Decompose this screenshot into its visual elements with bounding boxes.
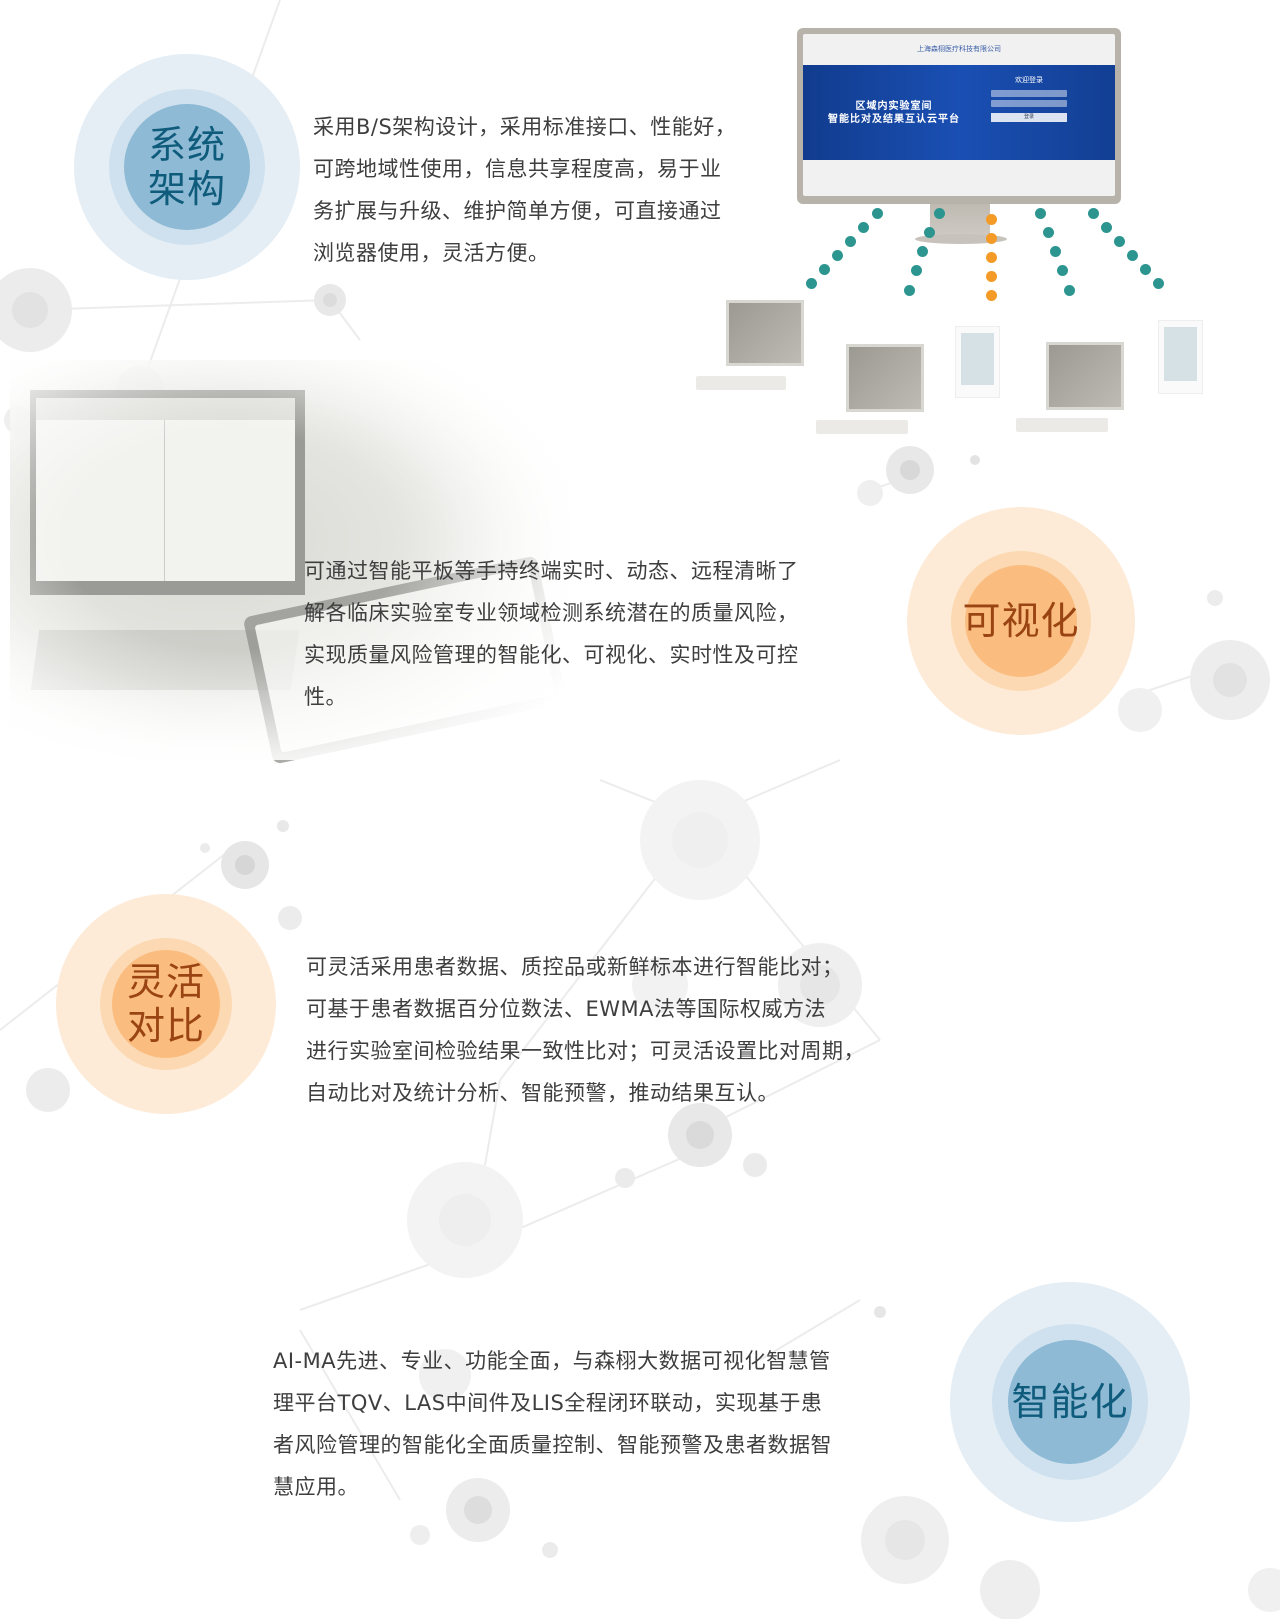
architecture-badge: 系统 架构	[74, 54, 300, 280]
password-field-preview	[991, 100, 1067, 107]
company-logo: 上海森栩医疗科技有限公司	[917, 45, 1001, 53]
flexible-comparison-description: 可灵活采用患者数据、质控品或新鲜标本进行智能比对； 可基于患者数据百分位数法、E…	[306, 955, 865, 1105]
client-tablet-2	[1158, 320, 1203, 394]
architecture-badge-label: 系统 架构	[147, 123, 226, 211]
login-button-preview: 登录	[991, 113, 1067, 122]
server-monitor-illustration: 上海森栩医疗科技有限公司 区域内实验室间 智能比对及结果互认云平台 欢迎登录 登…	[797, 28, 1121, 204]
monitor-base	[915, 234, 1007, 244]
platform-banner: 区域内实验室间 智能比对及结果互认云平台 欢迎登录 登录	[803, 65, 1115, 160]
visualization-description: 可通过智能平板等手持终端实时、动态、远程清晰了 解各临床实验室专业领域检测系统潜…	[304, 559, 799, 709]
lab-workstation-photo	[10, 360, 570, 765]
architecture-description: 采用B/S架构设计，采用标准接口、性能好， 可跨地域性使用，信息共享程度高，易于…	[313, 115, 737, 265]
intelligence-badge-label: 智能化	[1011, 1380, 1129, 1424]
visualization-badge-label: 可视化	[962, 599, 1080, 643]
intelligence-description: AI-MA先进、专业、功能全面，与森栩大数据可视化智慧管 理平台TQV、LAS中…	[273, 1349, 832, 1499]
flexible-comparison-badge: 灵活 对比	[56, 894, 276, 1114]
username-field-preview	[991, 90, 1067, 97]
client-tablet-1	[955, 326, 1000, 398]
intelligence-badge: 智能化	[950, 1282, 1190, 1522]
flexible-comparison-badge-label: 灵活 对比	[126, 960, 205, 1048]
login-screen-preview: 上海森栩医疗科技有限公司 区域内实验室间 智能比对及结果互认云平台 欢迎登录 登…	[803, 34, 1115, 196]
login-form-preview: 欢迎登录 登录	[991, 75, 1067, 122]
visualization-badge: 可视化	[907, 507, 1135, 735]
